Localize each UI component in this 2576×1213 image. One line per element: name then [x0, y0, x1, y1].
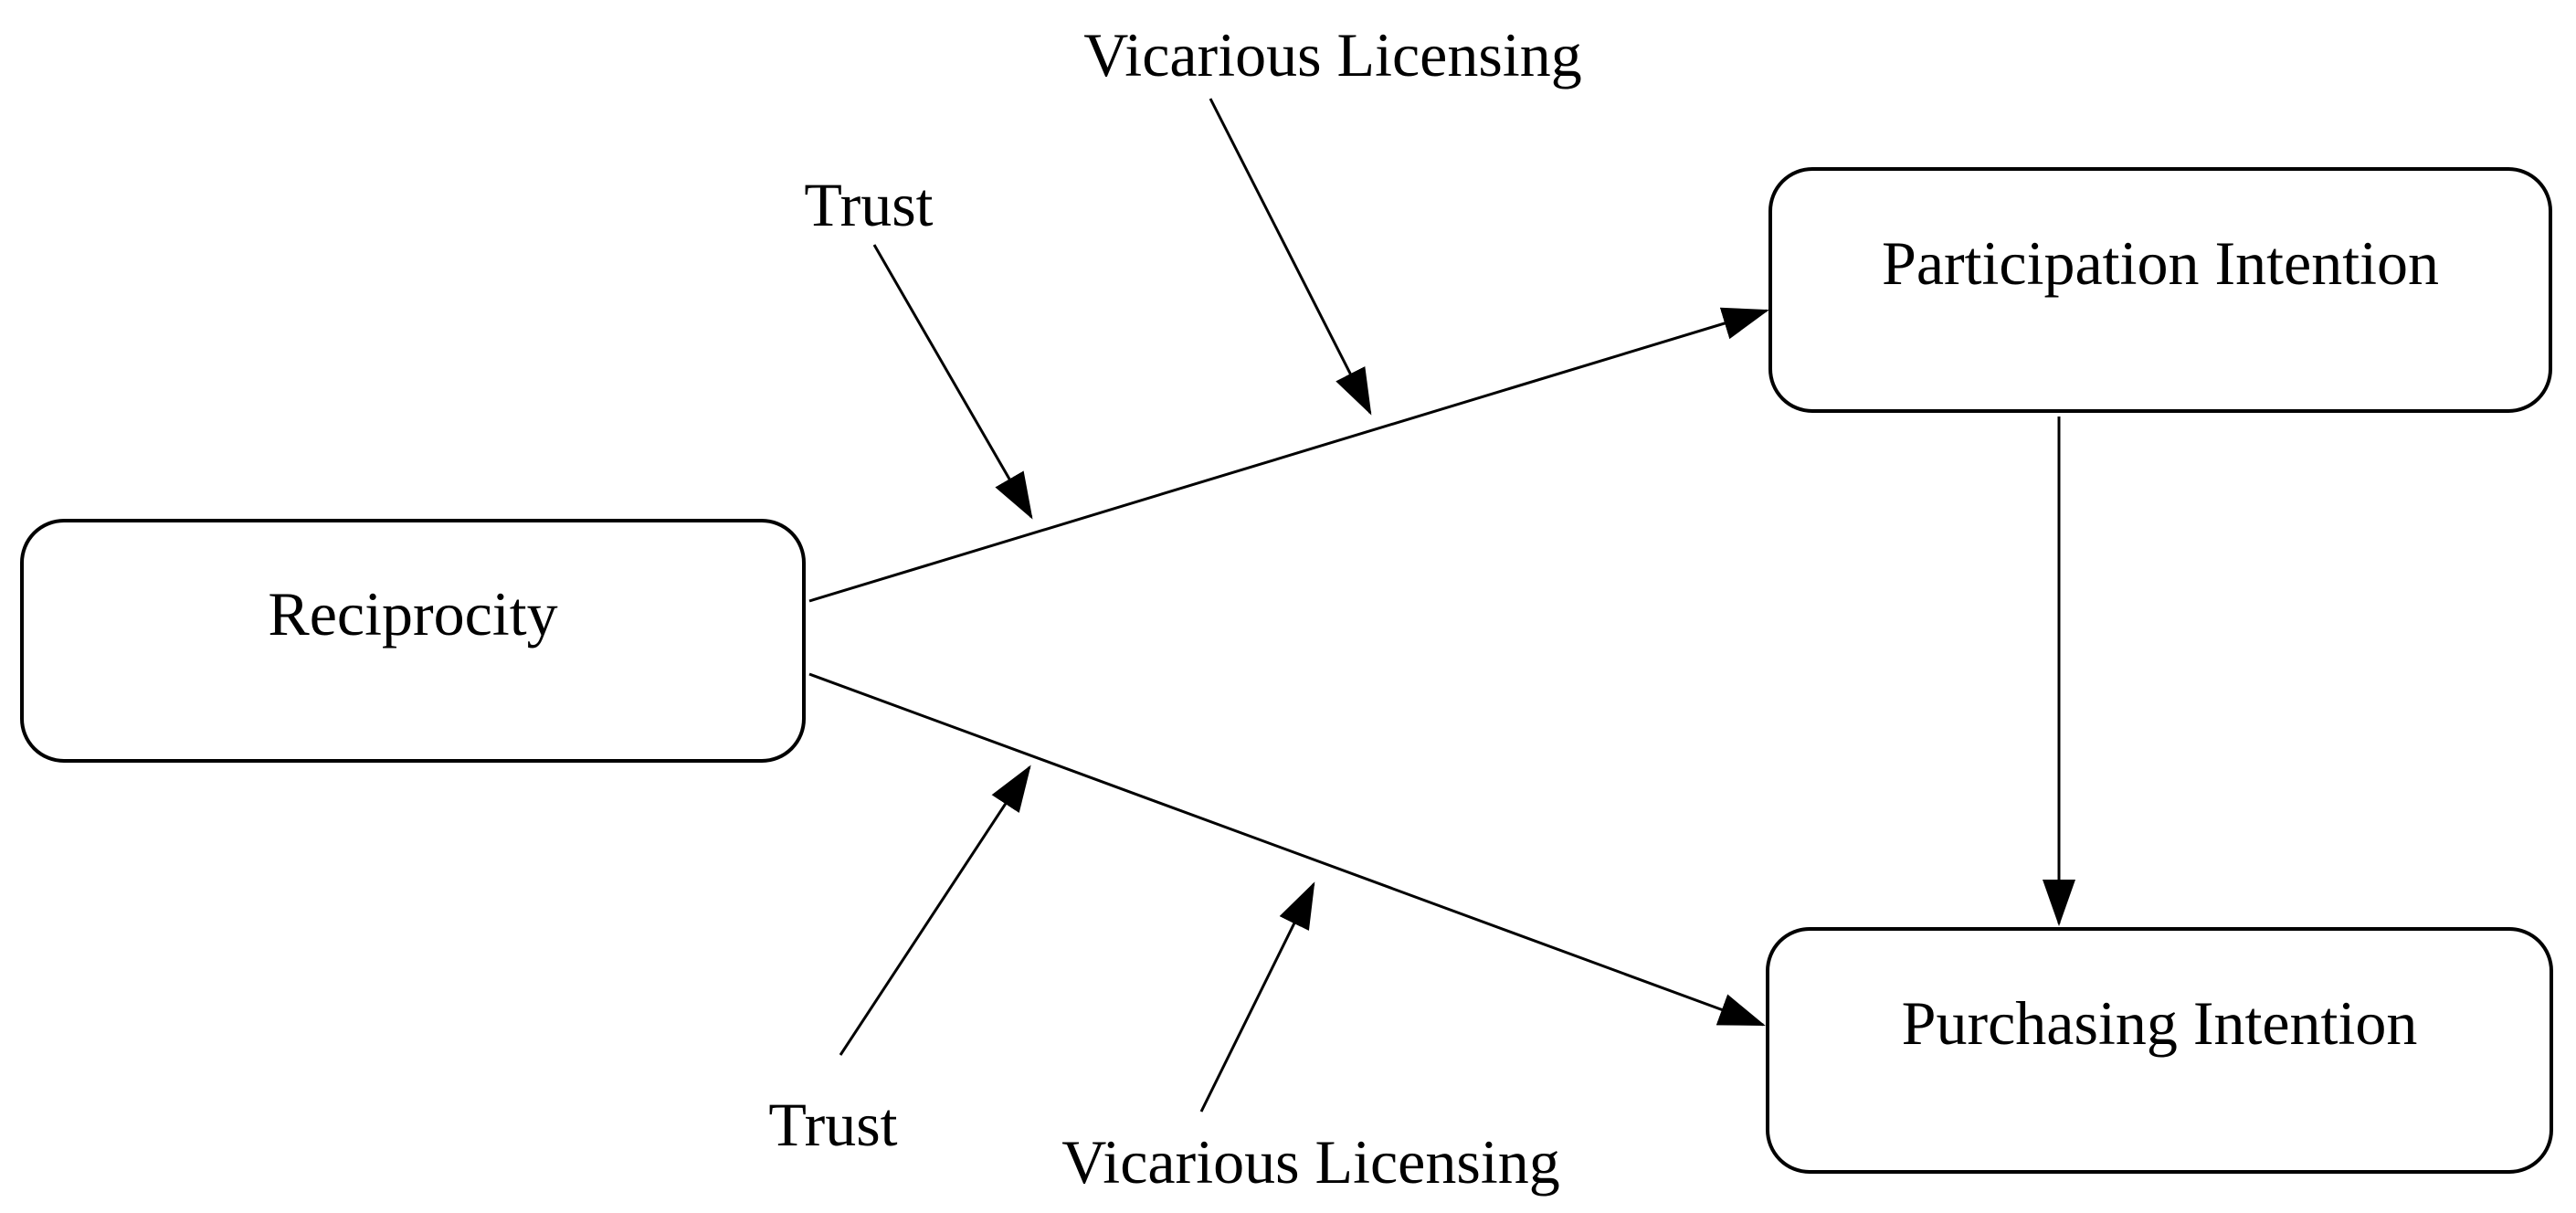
moderator-label-trust-top: Trust	[804, 170, 934, 239]
moderator-label-vicarious-licensing-bottom: Vicarious Licensing	[1061, 1127, 1560, 1197]
moderator-arrow-vicarious-licensing-top	[1209, 98, 1372, 416]
moderator-arrow-vicarious-licensing-bottom	[1199, 881, 1315, 1113]
node-reciprocity-label: Reciprocity	[268, 578, 558, 649]
moderator-arrow-trust-top	[872, 244, 1033, 520]
node-participation-intention-label: Participation Intention	[1882, 227, 2439, 298]
node-purchasing-intention-label: Purchasing Intention	[1901, 988, 2418, 1058]
moderator-label-vicarious-licensing-top: Vicarious Licensing	[1083, 20, 1582, 90]
node-reciprocity: Reciprocity	[20, 519, 806, 763]
moderator-arrow-trust-bottom	[839, 765, 1031, 1056]
edge-reciprocity-to-participation-arrow	[808, 307, 1769, 603]
node-purchasing-intention: Purchasing Intention	[1766, 927, 2553, 1174]
moderator-label-trust-bottom: Trust	[768, 1090, 898, 1159]
node-participation-intention: Participation Intention	[1768, 167, 2552, 413]
edge-reciprocity-to-purchasing-arrow	[808, 672, 1766, 1027]
